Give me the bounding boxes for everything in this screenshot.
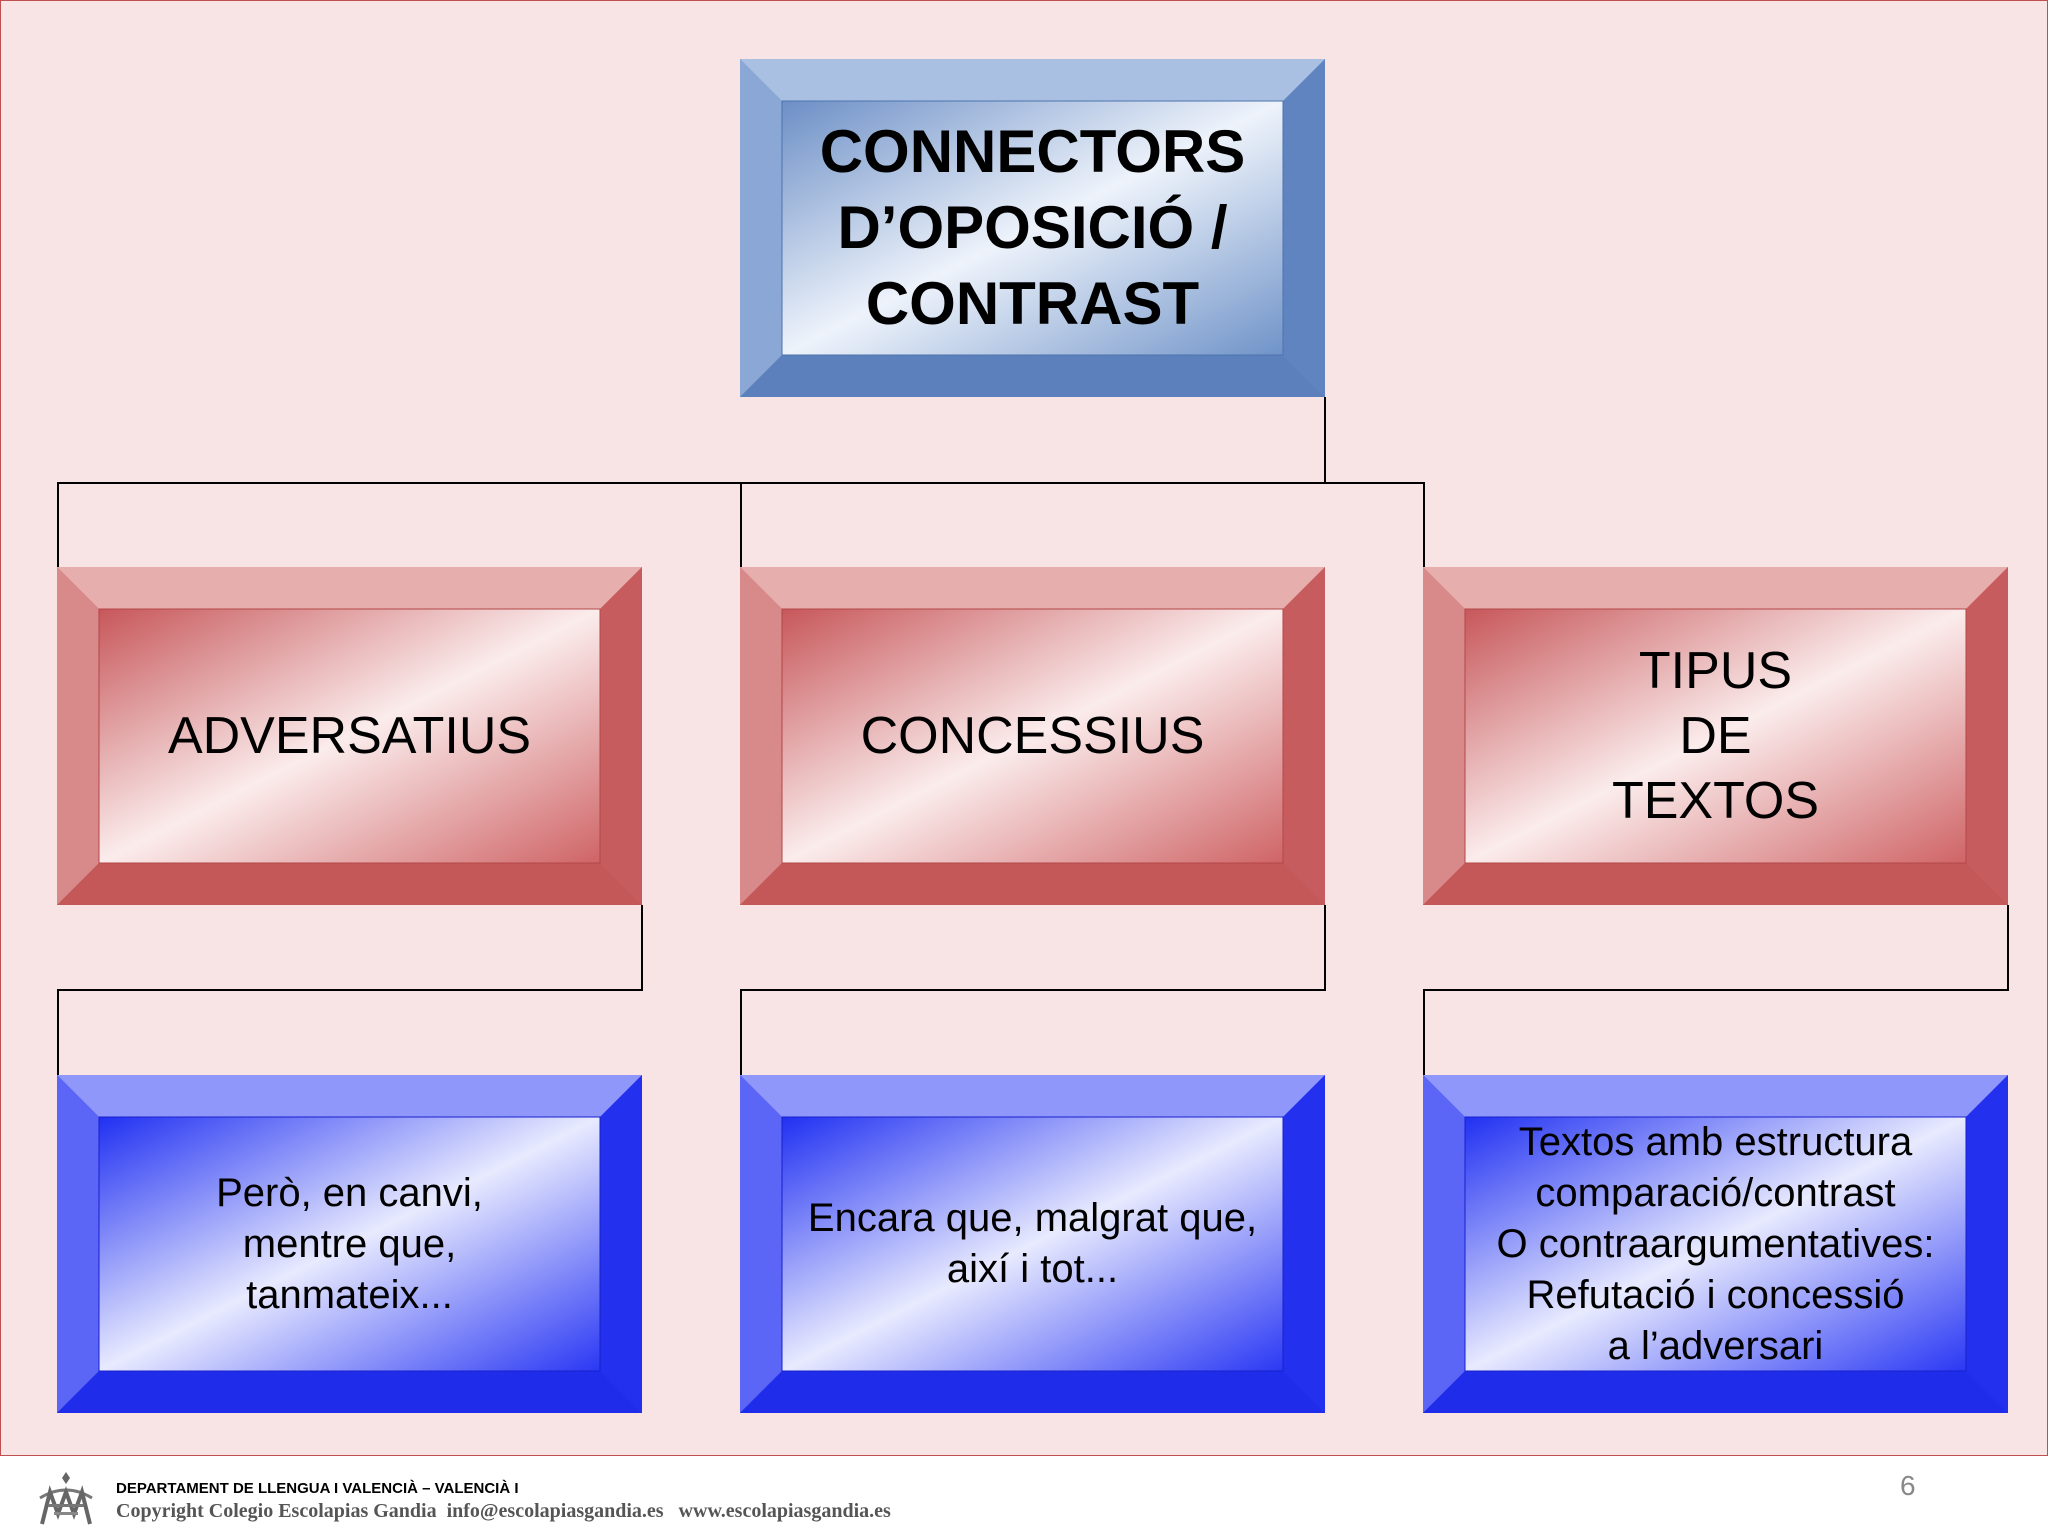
example-line: Encara que, malgrat que, bbox=[807, 1196, 1258, 1240]
example-text: Però, en canvi, mentre que, tanmateix... bbox=[99, 1117, 600, 1371]
title-line: D’OPOSICIÓ / bbox=[837, 194, 1228, 261]
school-logo bbox=[39, 1472, 93, 1525]
connector-line bbox=[740, 989, 1326, 991]
example-line: així i tot... bbox=[946, 1247, 1119, 1291]
example-box-tipus-de-textos: Textos amb estructura comparació/contras… bbox=[1423, 1075, 2008, 1413]
example-box-concessius: Encara que, malgrat que, així i tot... bbox=[740, 1075, 1325, 1413]
example-line: Textos amb estructura bbox=[1518, 1119, 1913, 1164]
category-label-line: TEXTOS bbox=[1611, 771, 1820, 830]
category-label-line: CONCESSIUS bbox=[860, 706, 1205, 765]
example-box-adversatius: Però, en canvi, mentre que, tanmateix... bbox=[57, 1075, 642, 1413]
page-number: 6 bbox=[1900, 1470, 1916, 1501]
example-line: Refutació i concessió bbox=[1526, 1272, 1905, 1317]
example-box-bevel bbox=[1423, 1075, 2008, 1413]
example-line: tanmateix... bbox=[246, 1272, 453, 1317]
example-line: comparació/contrast bbox=[1535, 1170, 1896, 1215]
connector-line bbox=[57, 989, 643, 991]
example-text: Encara que, malgrat que, així i tot... bbox=[750, 1117, 1315, 1371]
category-box-bevel bbox=[1423, 567, 2008, 905]
slide: CONNECTORS D’OPOSICIÓ / CONTRAST bbox=[0, 0, 2048, 1456]
category-box-bevel bbox=[740, 567, 1325, 905]
category-box-adversatius: ADVERSATIUS bbox=[57, 567, 642, 905]
connector-line bbox=[1324, 397, 1326, 483]
connector-line bbox=[1423, 482, 1425, 567]
footer-department: DEPARTAMENT DE LLENGUA I VALENCIÀ – VALE… bbox=[116, 1480, 519, 1497]
category-box-tipus-de-textos: TIPUS DE TEXTOS bbox=[1423, 567, 2008, 905]
title-line: CONTRAST bbox=[865, 270, 1200, 337]
example-box-bevel bbox=[57, 1075, 642, 1413]
example-line: Però, en canvi, bbox=[216, 1170, 483, 1215]
example-text: Textos amb estructura comparació/contras… bbox=[1429, 1117, 2002, 1371]
example-line: mentre que, bbox=[242, 1221, 457, 1266]
example-line: O contraargumentatives: bbox=[1496, 1221, 1935, 1266]
example-line: a l’adversari bbox=[1607, 1323, 1824, 1368]
connector-line bbox=[1423, 989, 1425, 1075]
connector-line bbox=[1423, 989, 2009, 991]
category-box-concessius: CONCESSIUS bbox=[740, 567, 1325, 905]
title-line: CONNECTORS bbox=[819, 118, 1246, 185]
example-box-bevel bbox=[740, 1075, 1325, 1413]
category-label: TIPUS DE TEXTOS bbox=[1465, 609, 1966, 863]
title-box-bevel bbox=[740, 59, 1325, 397]
title-text: CONNECTORS D’OPOSICIÓ / CONTRAST bbox=[782, 101, 1283, 355]
category-box-bevel bbox=[57, 567, 642, 905]
category-label: CONCESSIUS bbox=[782, 609, 1283, 863]
category-label: ADVERSATIUS bbox=[99, 609, 600, 863]
footer: DEPARTAMENT DE LLENGUA I VALENCIÀ – VALE… bbox=[0, 1456, 2048, 1536]
category-label-line: TIPUS bbox=[1638, 641, 1793, 700]
connector-line bbox=[1324, 905, 1326, 991]
category-label-line: DE bbox=[1679, 706, 1752, 765]
connector-line bbox=[740, 482, 742, 567]
title-box: CONNECTORS D’OPOSICIÓ / CONTRAST bbox=[740, 59, 1325, 397]
category-label-line: ADVERSATIUS bbox=[167, 706, 532, 765]
connector-line bbox=[57, 989, 59, 1075]
connector-line bbox=[641, 905, 643, 991]
connector-line bbox=[2007, 905, 2009, 991]
connector-line bbox=[57, 482, 59, 567]
connector-line bbox=[740, 989, 742, 1075]
footer-copyright: Copyright Colegio Escolapias Gandia info… bbox=[116, 1500, 891, 1522]
